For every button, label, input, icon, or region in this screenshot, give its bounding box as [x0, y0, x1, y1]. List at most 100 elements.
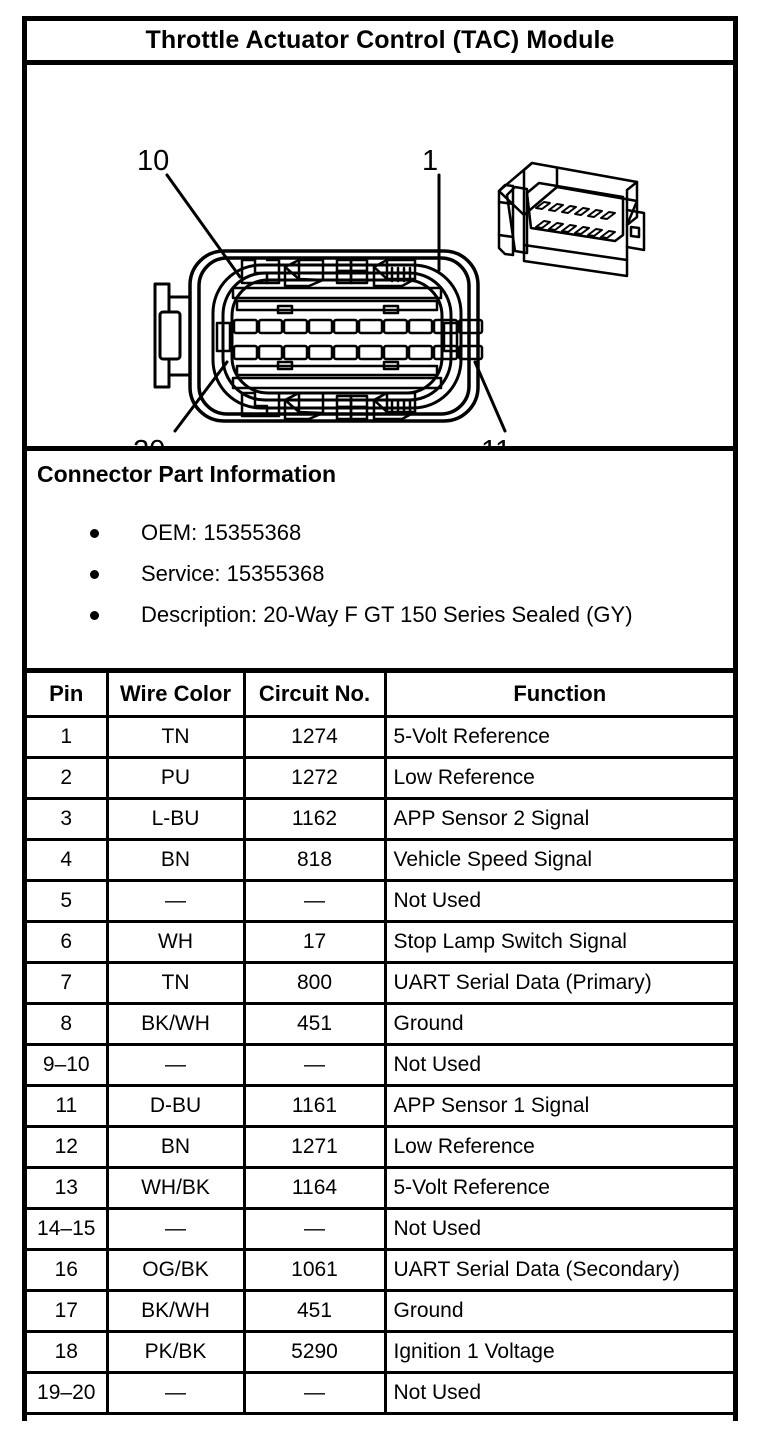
part-info-list: OEM: 15355368 Service: 15355368 Descript… — [35, 522, 733, 626]
cell-pin: 1 — [27, 714, 109, 759]
cell-function: Low Reference — [383, 1124, 733, 1169]
column-header-function: Function — [383, 673, 733, 718]
cell-function: Ground — [383, 1001, 733, 1046]
cell-wire-color: OG/BK — [105, 1247, 246, 1292]
cell-wire-color: BN — [105, 837, 246, 882]
table-row: 19–20——Not Used — [27, 1370, 733, 1415]
bullet-icon — [90, 611, 99, 620]
cell-circuit-no: — — [242, 1370, 387, 1415]
cell-wire-color: TN — [105, 960, 246, 1005]
cell-pin: 5 — [27, 878, 109, 923]
cell-pin: 3 — [27, 796, 109, 841]
cell-pin: 19–20 — [27, 1370, 109, 1415]
column-header-circuit-no: Circuit No. — [242, 673, 387, 718]
document-title-bar: Throttle Actuator Control (TAC) Module — [27, 21, 733, 65]
bullet-icon — [90, 529, 99, 538]
cell-circuit-no: 818 — [242, 837, 387, 882]
connector-lower-seal-bar — [231, 360, 443, 390]
cell-function: Not Used — [383, 1042, 733, 1087]
cell-circuit-no: 451 — [242, 1288, 387, 1333]
cell-pin: 18 — [27, 1329, 109, 1374]
callout-label-20: 20 — [133, 435, 166, 451]
cell-wire-color: D-BU — [105, 1083, 246, 1128]
callout-label-11: 11 — [481, 435, 512, 451]
cell-function: Ground — [383, 1288, 733, 1333]
connector-mounting-tab — [153, 282, 192, 389]
cell-function: Stop Lamp Switch Signal — [383, 919, 733, 964]
page-title: Throttle Actuator Control (TAC) Module — [145, 26, 615, 54]
cell-function: 5-Volt Reference — [383, 714, 733, 759]
cell-pin: 13 — [27, 1165, 109, 1210]
cell-function: UART Serial Data (Primary) — [383, 960, 733, 1005]
cell-function: Low Reference — [383, 755, 733, 800]
cell-pin: 7 — [27, 960, 109, 1005]
cell-circuit-no: 1162 — [242, 796, 387, 841]
part-info-heading: Connector Part Information — [37, 461, 337, 487]
list-item: Service: 15355368 — [35, 563, 733, 585]
cell-function: 5-Volt Reference — [383, 1165, 733, 1210]
cell-wire-color: — — [105, 878, 246, 923]
callout-label-1: 1 — [422, 145, 439, 177]
cell-wire-color: BK/WH — [105, 1001, 246, 1046]
cell-circuit-no: 1274 — [242, 714, 387, 759]
connector-isometric-view — [497, 161, 646, 278]
cavity-row-bottom — [232, 344, 484, 361]
cell-circuit-no: 800 — [242, 960, 387, 1005]
column-header-pin: Pin — [27, 673, 109, 718]
cell-function: UART Serial Data (Secondary) — [383, 1247, 733, 1292]
cell-pin: 6 — [27, 919, 109, 964]
connector-top-lock-features — [240, 258, 417, 288]
cavity-row-top — [232, 318, 484, 335]
connector-part-information-panel: Connector Part Information OEM: 15355368… — [27, 451, 733, 673]
table-row: 9–10——Not Used — [27, 1042, 733, 1087]
connector-diagram-svg — [153, 161, 646, 433]
cell-function: Not Used — [383, 1370, 733, 1415]
cell-circuit-no: 1061 — [242, 1247, 387, 1292]
cell-pin: 12 — [27, 1124, 109, 1169]
cell-circuit-no: 1271 — [242, 1124, 387, 1169]
cell-pin: 17 — [27, 1288, 109, 1333]
cell-wire-color: L-BU — [105, 796, 246, 841]
connector-inner-walls — [211, 263, 463, 410]
cell-pin: 16 — [27, 1247, 109, 1292]
part-info-oem: OEM: 15355368 — [141, 520, 302, 545]
cell-wire-color: — — [105, 1042, 246, 1087]
cell-circuit-no: — — [242, 1042, 387, 1087]
cell-wire-color: BN — [105, 1124, 246, 1169]
cell-wire-color: PU — [105, 755, 246, 800]
cell-pin: 14–15 — [27, 1206, 109, 1251]
cell-wire-color: WH/BK — [105, 1165, 246, 1210]
table-row: 5——Not Used — [27, 878, 733, 923]
list-item: Description: 20-Way F GT 150 Series Seal… — [35, 604, 733, 626]
cell-circuit-no: — — [242, 878, 387, 923]
cell-pin: 4 — [27, 837, 109, 882]
cell-wire-color: WH — [105, 919, 246, 964]
cell-pin: 8 — [27, 1001, 109, 1046]
part-info-description: Description: 20-Way F GT 150 Series Seal… — [141, 602, 633, 627]
cell-wire-color: BK/WH — [105, 1288, 246, 1333]
cell-circuit-no: 1272 — [242, 755, 387, 800]
part-info-service: Service: 15355368 — [141, 561, 325, 586]
cell-circuit-no: 1161 — [242, 1083, 387, 1128]
table-header-row: Pin Wire Color Circuit No. Function — [27, 673, 733, 718]
cell-circuit-no: 5290 — [242, 1329, 387, 1374]
cell-wire-color: — — [105, 1370, 246, 1415]
cell-wire-color: PK/BK — [105, 1329, 246, 1374]
bullet-icon — [90, 570, 99, 579]
connector-bottom-lock-features — [240, 391, 417, 421]
connector-side-keys — [215, 321, 459, 353]
table-row: 14–15——Not Used — [27, 1206, 733, 1251]
cell-wire-color: — — [105, 1206, 246, 1251]
cell-function: APP Sensor 1 Signal — [383, 1083, 733, 1128]
